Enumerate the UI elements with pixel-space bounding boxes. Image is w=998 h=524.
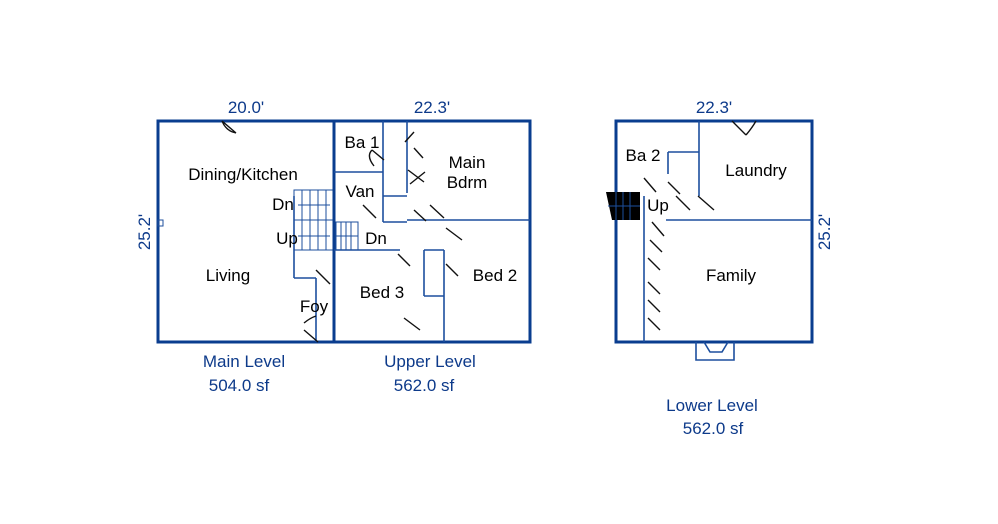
lower-width-dimension: 22.3': [696, 98, 732, 117]
fireplace: [695, 341, 735, 361]
upper-stairs: [335, 221, 359, 251]
lower-level-area: 562.0 sf: [683, 419, 744, 438]
upper-level-area: 562.0 sf: [394, 376, 455, 395]
room-label-vanity: Van: [346, 182, 375, 201]
main-partition: [293, 196, 317, 342]
upper-width-dimension: 22.3': [414, 98, 450, 117]
main-stairs-up-label: Up: [276, 229, 298, 248]
lower-level-outline: [614, 119, 814, 344]
lower-doors: [643, 120, 757, 331]
lower-depth-dimension: 25.2': [815, 214, 834, 250]
room-label-dining-kitchen: Dining/Kitchen: [188, 165, 298, 184]
room-label-bath-1: Ba 1: [345, 133, 380, 152]
upper-partitions: [334, 121, 530, 223]
lower-stairs-up-label: Up: [647, 196, 669, 215]
main-level-area: 504.0 sf: [209, 376, 270, 395]
main-doors: [221, 120, 331, 343]
main-wall-marker: [157, 219, 164, 227]
lower-stairs: [606, 192, 640, 220]
upper-level-plan: 22.3' Ba 1 Van Main Bdrm Bed 2 Bed 3 Dn …: [332, 98, 532, 395]
room-label-bath-2: Ba 2: [626, 146, 661, 165]
room-label-living: Living: [206, 266, 250, 285]
upper-level-outline: [332, 119, 532, 344]
room-label-bed-3: Bed 3: [360, 283, 404, 302]
main-depth-dimension: 25.2': [135, 214, 154, 250]
lower-level-plan: 22.3' 25.2' Ba 2 Laundry Family Up Lower…: [606, 98, 834, 438]
main-level-plan: 20.0' 25.2' Dining/Kitchen Living Foy Dn…: [135, 98, 336, 395]
main-level-caption: Main Level: [203, 352, 285, 371]
upper-level-caption: Upper Level: [384, 352, 476, 371]
lower-level-caption: Lower Level: [666, 396, 758, 415]
upper-bedroom-partitions: [334, 249, 445, 342]
room-label-bed-2: Bed 2: [473, 266, 517, 285]
main-stairs: [293, 189, 335, 251]
main-width-dimension: 20.0': [228, 98, 264, 117]
room-label-main-bedroom-line1: Main: [449, 153, 486, 172]
lower-partitions: [666, 121, 812, 221]
room-label-main-bedroom-line2: Bdrm: [447, 173, 488, 192]
room-label-family: Family: [706, 266, 757, 285]
room-label-laundry: Laundry: [725, 161, 787, 180]
upper-doors: [362, 131, 463, 331]
upper-stairs-down-label: Dn: [365, 229, 387, 248]
main-stairs-down-label: Dn: [272, 195, 294, 214]
room-label-foyer: Foy: [300, 297, 329, 316]
